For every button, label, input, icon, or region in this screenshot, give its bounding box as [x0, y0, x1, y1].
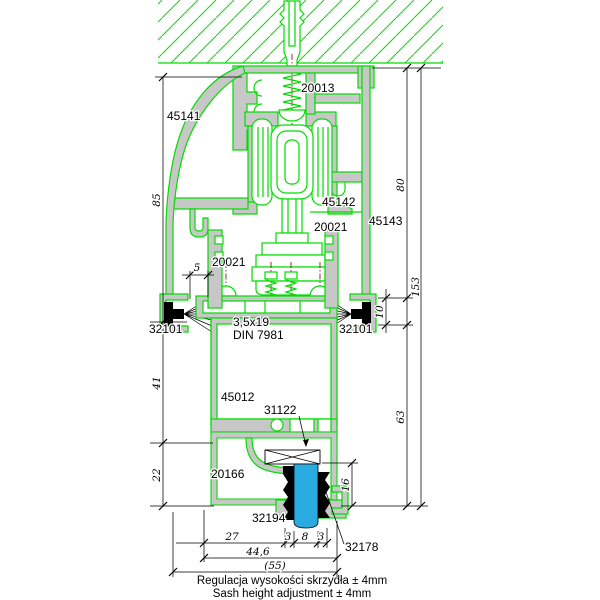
part-label-20166: 20166: [211, 467, 245, 481]
part-label-20013: 20013: [301, 81, 335, 95]
head-right-arm: [314, 93, 361, 104]
bead-notch-2: [324, 251, 334, 261]
glazing: [283, 463, 330, 529]
anchor-slot: [288, 1, 296, 47]
roller-flange-left-ribs: [257, 127, 269, 197]
bead-notch-1: [324, 235, 334, 245]
head-left-arm: [169, 197, 249, 210]
bead-body: [324, 229, 339, 309]
dim-10: 10: [374, 305, 386, 319]
left-arm-hook: [189, 208, 209, 238]
caption: Regulacja wysokości skrzydła ± 4mm Sash …: [197, 575, 387, 600]
adjuster-block-2: [255, 254, 329, 268]
screw-spec-size: 3,5x19: [233, 315, 269, 329]
brush-right-stem: [351, 309, 362, 319]
dim-3a: 3: [285, 531, 292, 543]
part-label-45142: 45142: [322, 195, 356, 209]
roller-flange-right: [311, 118, 333, 206]
sash-mid-rail: [210, 418, 338, 433]
glazing-clip: [331, 485, 349, 515]
part-labels: 20013 45141 45142 45143 20021 20021 3210…: [148, 80, 404, 556]
roller-assembly: [251, 118, 333, 296]
head-top-bar: [232, 65, 361, 74]
leader-32178: [325, 491, 345, 545]
sash-top-rail: [195, 229, 339, 319]
dim-8: 8: [302, 531, 309, 543]
sash-profile-45012: [210, 317, 338, 426]
screw-set-head: [284, 271, 298, 280]
part-label-31122: 31122: [264, 403, 297, 417]
dim-41: 41: [151, 376, 163, 390]
screw-spec-norm: DIN 7981: [233, 328, 284, 342]
part-label-32101-right: 32101: [339, 322, 373, 336]
part-label-45143: 45143: [369, 214, 403, 228]
part-label-32101-left: 32101: [149, 322, 183, 336]
brush-right-body: [362, 302, 371, 326]
head-c-notch-1: [253, 79, 263, 97]
dim-63: 63: [395, 410, 407, 424]
box-interior: [217, 324, 331, 419]
part-label-45012: 45012: [221, 390, 255, 404]
adjuster-collar: [275, 232, 309, 244]
roller-stem: [281, 198, 303, 234]
bead-body: [207, 229, 223, 309]
dim-85: 85: [151, 193, 163, 207]
part-label-32178: 32178: [345, 540, 379, 554]
part-label-20021-right: 20021: [314, 220, 348, 234]
bead-notch-1: [214, 235, 224, 245]
part-label-32194: 32194: [252, 511, 286, 525]
bead-notch-2: [214, 251, 224, 261]
mid-rail-screw-port: [270, 418, 284, 432]
adjuster-block-1: [261, 242, 323, 256]
screw-coil: [282, 69, 302, 111]
screw-set-head: [264, 271, 278, 280]
caption-polish: Regulacja wysokości skrzydła ± 4mm: [197, 575, 387, 587]
brush-left-stem: [173, 309, 184, 319]
gasket-right-32178: [318, 472, 330, 518]
gasket-left-32194: [283, 466, 294, 520]
brush-left-body: [164, 302, 173, 326]
adjustment-screw-20013: [278, 54, 306, 172]
mid-rail-slot-2: [317, 418, 332, 433]
dim-16: 16: [340, 478, 352, 492]
dim-153: 153: [410, 277, 422, 297]
insert-cross: [264, 449, 321, 465]
caption-english: Sash height adjustment ± 4mm: [213, 588, 371, 600]
profile-vertical-bar: [361, 65, 371, 299]
glass-pane: [293, 463, 319, 529]
dim-80: 80: [395, 178, 407, 192]
dim-27: 27: [224, 531, 239, 543]
rail-ribs: [244, 301, 301, 313]
glazing-bead-right-20021: [324, 229, 339, 309]
roller-stem-lines: [287, 199, 297, 233]
roller-flange-right-ribs: [317, 127, 329, 197]
glazing-bead-left-20021: [207, 229, 224, 309]
dimension-lines: [162, 68, 422, 573]
thermal-insert-31122: [264, 449, 321, 465]
roller-flange-left: [251, 118, 273, 206]
leader-31122-arrow: [303, 439, 309, 447]
dim-55: (55): [264, 560, 286, 572]
screw-head: [278, 109, 306, 122]
extension-lines: [150, 67, 441, 577]
dimensions: 85 5 41 22 80 10 153 63 16 27 3 8 3 44,6…: [150, 63, 441, 577]
dim-3b: 3: [318, 531, 325, 543]
part-label-20021-left: 20021: [212, 255, 246, 269]
dim-5: 5: [194, 262, 201, 274]
part-label-45141: 45141: [167, 109, 201, 123]
dim-44-6: 44,6: [245, 546, 270, 558]
dim-22: 22: [151, 468, 163, 483]
dimension-ticks: [158, 63, 426, 577]
roller-axle-slot: [284, 139, 300, 185]
